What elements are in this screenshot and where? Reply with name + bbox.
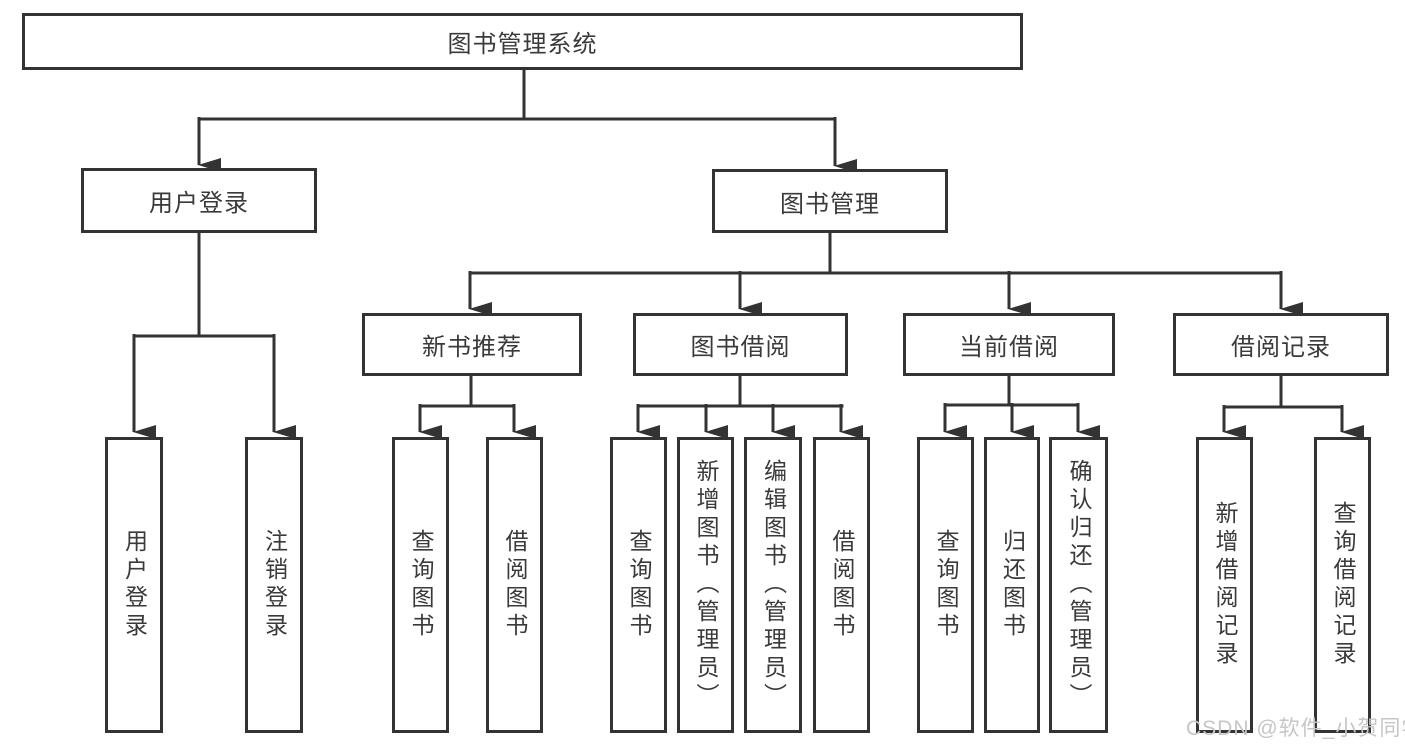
leaf-add-borrow-record: 新增借阅记录 — [1196, 437, 1253, 733]
node-root: 图书管理系统 — [22, 13, 1023, 70]
leaf-borrow-book: 借阅图书 — [813, 437, 870, 733]
node-current-borrow: 当前借阅 — [903, 313, 1115, 376]
leaf-logout-label: 注销登录 — [261, 529, 288, 641]
node-new-book-recommend: 新书推荐 — [362, 313, 582, 376]
leaf-query-book-recommend-label: 查询图书 — [408, 529, 434, 641]
leaf-confirm-return-admin: 确认归还（管理员） — [1049, 437, 1108, 733]
node-borrow-records-label: 借阅记录 — [1231, 334, 1331, 361]
leaf-add-book-admin-label: 新增图书（管理员） — [693, 459, 719, 711]
node-user-login-label: 用户登录 — [149, 190, 249, 217]
leaf-user-login-label: 用户登录 — [121, 529, 148, 641]
node-book-management: 图书管理 — [712, 169, 948, 233]
leaf-borrow-book-recommend-label: 借阅图书 — [502, 529, 528, 641]
node-book-borrow-label: 图书借阅 — [690, 334, 791, 361]
leaf-query-book-borrow-label: 查询图书 — [626, 529, 652, 641]
node-borrow-records: 借阅记录 — [1173, 313, 1389, 376]
leaf-logout: 注销登录 — [245, 437, 303, 733]
leaf-query-borrow-record: 查询借阅记录 — [1314, 437, 1371, 733]
node-book-borrow: 图书借阅 — [633, 313, 848, 376]
leaf-edit-book-admin-label: 编辑图书（管理员） — [760, 459, 787, 711]
leaf-query-borrow-record-label: 查询借阅记录 — [1330, 501, 1356, 669]
node-root-label: 图书管理系统 — [447, 31, 598, 58]
leaf-return-book-label: 归还图书 — [999, 529, 1026, 641]
leaf-query-book-recommend: 查询图书 — [392, 437, 449, 733]
node-user-login: 用户登录 — [81, 168, 317, 233]
leaf-add-book-admin: 新增图书（管理员） — [677, 437, 734, 733]
leaf-borrow-book-recommend: 借阅图书 — [486, 437, 543, 733]
leaf-add-borrow-record-label: 新增借阅记录 — [1212, 501, 1238, 669]
leaf-borrow-book-label: 借阅图书 — [829, 529, 855, 641]
node-book-management-label: 图书管理 — [780, 190, 880, 218]
leaf-return-book: 归还图书 — [984, 437, 1040, 733]
leaf-user-login: 用户登录 — [105, 437, 163, 733]
node-new-book-recommend-label: 新书推荐 — [422, 334, 522, 361]
leaf-query-book-current-label: 查询图书 — [933, 529, 959, 641]
leaf-edit-book-admin: 编辑图书（管理员） — [744, 437, 802, 733]
node-current-borrow-label: 当前借阅 — [959, 334, 1059, 361]
leaf-confirm-return-admin-label: 确认归还（管理员） — [1066, 459, 1092, 711]
leaf-query-book-current: 查询图书 — [917, 437, 974, 733]
csdn-watermark: CSDN @软件_小贺同学 — [1186, 717, 1405, 740]
leaf-query-book-borrow: 查询图书 — [610, 437, 667, 733]
